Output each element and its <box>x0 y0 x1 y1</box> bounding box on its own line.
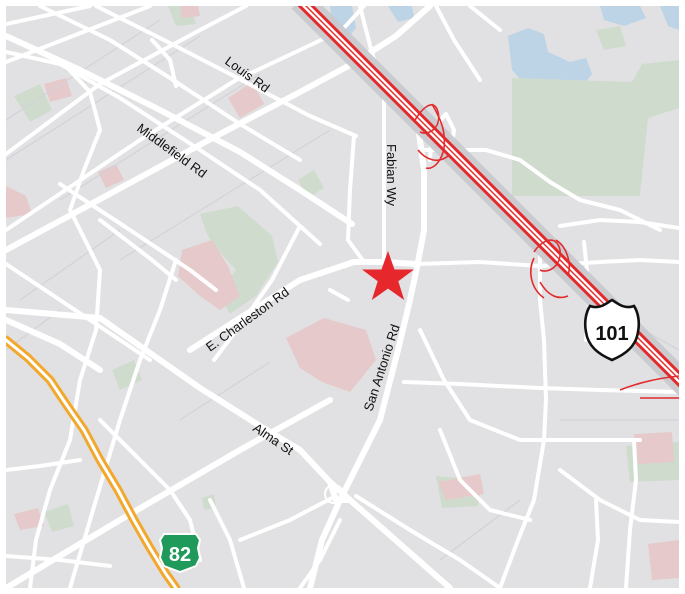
us-highway-shield-icon <box>583 298 641 362</box>
ca-82-shield: 82 <box>158 533 202 574</box>
alma-interchange <box>324 484 344 504</box>
local-streets <box>6 6 679 588</box>
us-101-shield: 101 <box>583 298 641 362</box>
arterial-roads <box>6 6 453 588</box>
label-fabian-wy: Fabian Wy <box>384 144 399 207</box>
state-route-shield-icon <box>158 533 202 574</box>
location-marker[interactable] <box>362 251 414 300</box>
us-101-number: 101 <box>595 323 628 345</box>
commercial-areas <box>6 6 679 580</box>
ca-82-number: 82 <box>169 544 191 566</box>
star-icon[interactable] <box>362 251 414 300</box>
route-82 <box>6 335 181 588</box>
freeway-ramps <box>413 103 679 399</box>
